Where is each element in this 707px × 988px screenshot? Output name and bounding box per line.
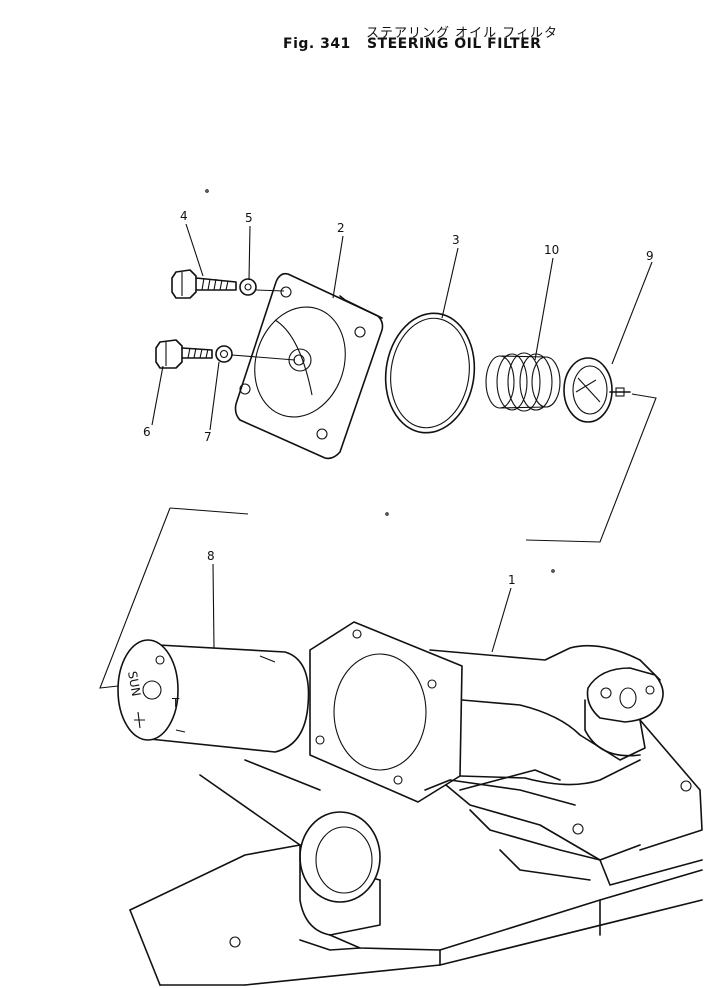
callout-2: 2 [337,221,345,235]
part-7-washer [215,345,233,363]
part-4-bolt [171,269,237,299]
callout-1: 1 [508,573,516,587]
leader-lines [151,223,653,653]
figure-title-text: STEERING OIL FILTER [366,36,542,52]
callout-6: 6 [143,425,151,439]
callout-9: 9 [646,249,654,263]
svg-text:T: T [171,696,180,710]
part-8-filter-element: SUN T [117,639,310,753]
callout-5: 5 [245,211,253,225]
part-9-valve [563,357,631,423]
title-japanese: ステアリング オイル フィルタ [366,26,559,41]
part-10-spring [485,352,561,412]
base-housing [129,719,703,986]
callout-3: 3 [452,233,460,247]
callout-numbers: 4 5 2 3 10 9 6 7 8 1 [143,209,654,587]
part-1-filter-housing [309,621,664,806]
callout-10: 10 [544,243,559,257]
figure-number: Fig. 341 [283,36,351,52]
part-3-o-ring [384,312,476,434]
assembly-lines [99,189,657,689]
figure-title: Fig. 341 STEERING OIL FILTER [283,36,541,52]
callout-8: 8 [207,549,215,563]
svg-text:SUN: SUN [125,670,143,697]
callout-4: 4 [180,209,188,223]
callout-7: 7 [204,430,212,444]
part-6-bolt [155,339,213,369]
part-2-cover-plate [234,272,384,460]
part-5-washer [239,278,257,296]
